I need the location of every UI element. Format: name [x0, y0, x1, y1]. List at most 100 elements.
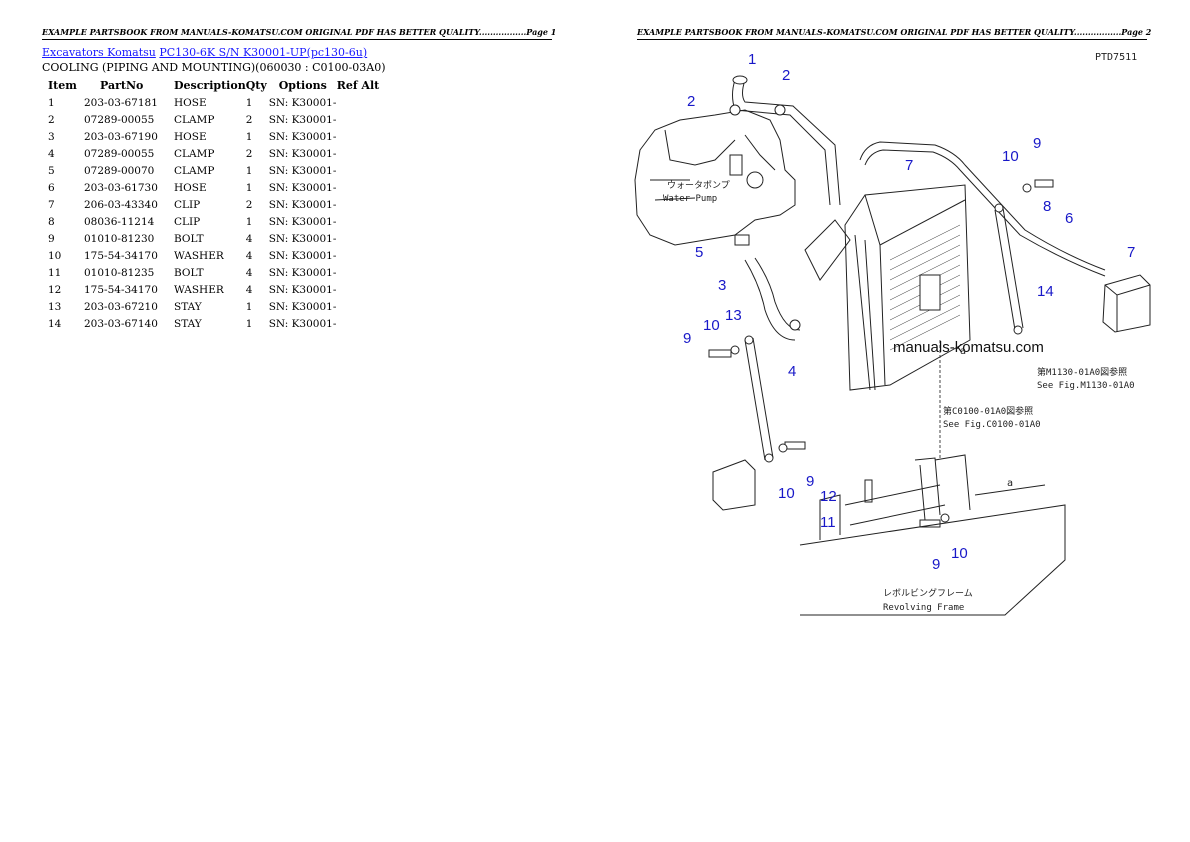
- cell-partno: 01010-81235: [84, 266, 155, 279]
- col-header-ref-alt: Ref Alt: [336, 78, 380, 92]
- parts-table: Item PartNo Description Qty Options Ref …: [42, 76, 387, 332]
- callout-9: 9: [932, 556, 940, 573]
- cell-description: CLIP: [174, 198, 201, 211]
- cell-partno: 203-03-67181: [84, 96, 158, 109]
- cell-ref-alt: [337, 111, 387, 128]
- ref-c-en: See Fig.C0100-01A0: [943, 420, 1041, 430]
- cell-description: BOLT: [174, 266, 204, 279]
- cell-qty: 1: [245, 130, 253, 143]
- callout-2: 2: [782, 67, 790, 84]
- cell-qty: 1: [245, 164, 253, 177]
- cell-options: SN: K30001-: [268, 266, 337, 279]
- cell-description: HOSE: [174, 96, 207, 109]
- callout-13: 13: [725, 307, 742, 324]
- engine-outline: [634, 109, 796, 246]
- cell-item: 10: [48, 249, 62, 262]
- bracket: [712, 459, 756, 511]
- cell-description: BOLT: [174, 232, 204, 245]
- cell-description: WASHER: [174, 283, 224, 296]
- cell-item: 8: [48, 215, 55, 228]
- cell-ref-alt: [337, 94, 387, 111]
- cell-qty: 4: [245, 266, 253, 279]
- callout-4: 4: [788, 363, 796, 380]
- cell-qty: 2: [245, 198, 253, 211]
- callout-14: 14: [1037, 283, 1054, 300]
- cell-item: 13: [48, 300, 62, 313]
- reserve-tank: [1102, 274, 1151, 333]
- cell-item: 7: [48, 198, 55, 211]
- col-header-options: Options: [278, 78, 327, 92]
- callout-10: 10: [951, 545, 968, 562]
- cell-description: STAY: [174, 317, 202, 330]
- cell-description: WASHER: [174, 249, 224, 262]
- cell-item: 3: [48, 130, 55, 143]
- callout-9: 9: [683, 330, 691, 347]
- cell-description: CLAMP: [174, 164, 215, 177]
- cell-options: SN: K30001-: [268, 317, 337, 330]
- cell-qty: 1: [245, 300, 253, 313]
- callout-11: 11: [820, 514, 836, 531]
- mark-a-bottom: a: [1007, 478, 1013, 489]
- radiator: [804, 184, 971, 391]
- page-1: EXAMPLE PARTSBOOK FROM MANUALS-KOMATSU.C…: [42, 27, 556, 332]
- cell-ref-alt: [337, 162, 387, 179]
- water-pump-jp-label: ウォータポンプ: [667, 180, 730, 191]
- cell-qty: 1: [245, 96, 253, 109]
- cell-qty: 4: [245, 232, 253, 245]
- breadcrumb-link-model[interactable]: PC130-6K S/N K30001-UP(pc130-6u): [159, 46, 368, 59]
- cell-ref-alt: [337, 196, 387, 213]
- cell-options: SN: K30001-: [268, 300, 337, 313]
- cell-options: SN: K30001-: [268, 113, 337, 126]
- cell-partno: 175-54-34170: [84, 283, 158, 296]
- table-header-row: Item PartNo Description Qty Options Ref …: [42, 76, 387, 94]
- cell-item: 12: [48, 283, 62, 296]
- ref-c-jp: 第C0100-01A0図参照: [943, 405, 1033, 417]
- callout-3: 3: [718, 277, 726, 294]
- cell-partno: 07289-00055: [84, 113, 155, 126]
- diagram-code: PTD7511: [1095, 52, 1137, 63]
- cell-ref-alt: [337, 230, 387, 247]
- ref-m-en: See Fig.M1130-01A0: [1037, 381, 1135, 391]
- cell-partno: 07289-00070: [84, 164, 155, 177]
- cell-options: SN: K30001-: [268, 96, 337, 109]
- cell-description: CLAMP: [174, 113, 215, 126]
- callout-9: 9: [1033, 135, 1041, 152]
- cell-item: 2: [48, 113, 55, 126]
- cell-options: SN: K30001-: [268, 232, 337, 245]
- cell-partno: 08036-11214: [84, 215, 155, 228]
- callout-12: 12: [820, 488, 837, 505]
- col-header-qty: Qty: [245, 78, 267, 92]
- section-title: COOLING (PIPING AND MOUNTING)(060030 : C…: [42, 61, 386, 74]
- overflow-hose: [859, 141, 1106, 277]
- bolts: [708, 179, 1054, 528]
- cell-ref-alt: [337, 315, 387, 332]
- page-2: EXAMPLE PARTSBOOK FROM MANUALS-KOMATSU.C…: [595, 0, 1190, 842]
- cell-item: 14: [48, 317, 62, 330]
- col-header-item: Item: [48, 78, 77, 92]
- cell-partno: 203-03-67210: [84, 300, 158, 313]
- callout-9: 9: [806, 473, 814, 490]
- cell-qty: 1: [245, 215, 253, 228]
- callout-7: 7: [1127, 244, 1135, 261]
- cell-item: 11: [48, 266, 62, 279]
- cell-item: 5: [48, 164, 55, 177]
- cell-options: SN: K30001-: [268, 198, 337, 211]
- callout-5: 5: [695, 244, 703, 261]
- cell-options: SN: K30001-: [268, 130, 337, 143]
- cell-partno: 203-03-67140: [84, 317, 158, 330]
- breadcrumb-link-category[interactable]: Excavators Komatsu: [42, 46, 156, 59]
- cell-qty: 4: [245, 249, 253, 262]
- cell-options: SN: K30001-: [268, 249, 337, 262]
- callout-10: 10: [703, 317, 720, 334]
